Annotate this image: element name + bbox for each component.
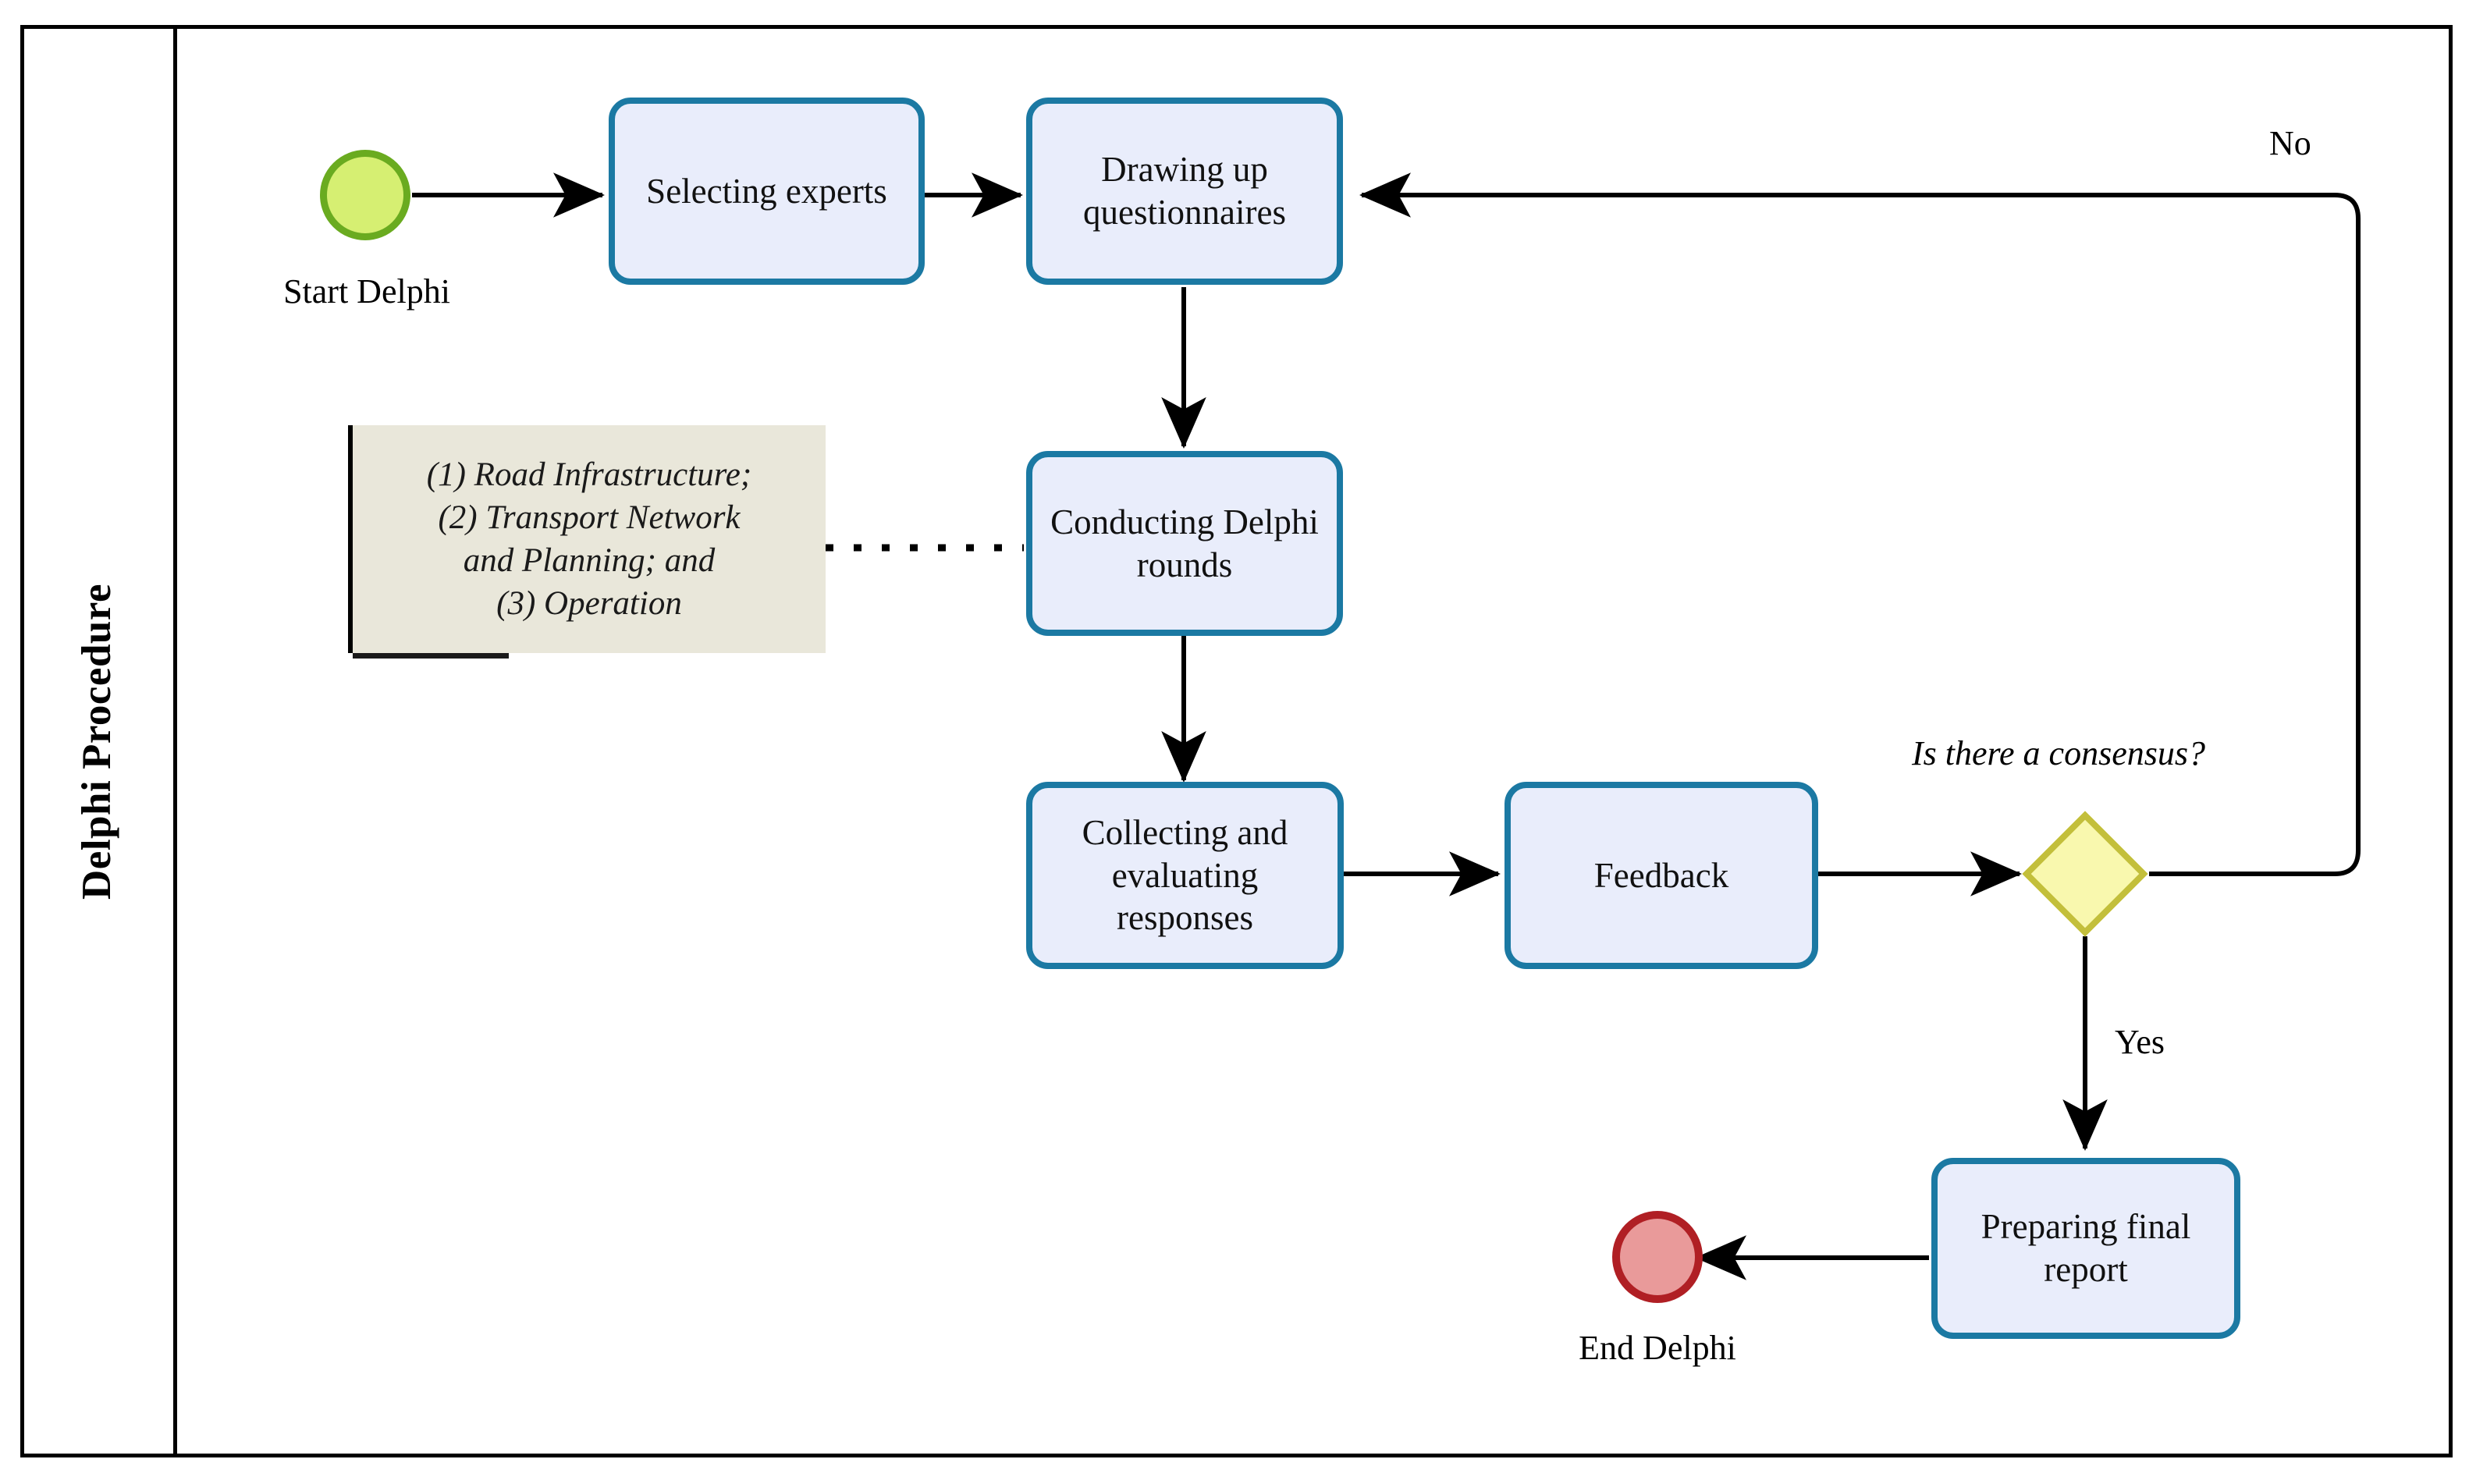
lane-title: Delphi Procedure xyxy=(20,25,173,1457)
task-selecting-experts[interactable]: Selecting experts xyxy=(609,98,925,285)
task-conducting-rounds-label: Conducting Delphi rounds xyxy=(1050,502,1319,584)
end-event-label: End Delphi xyxy=(1579,1329,1736,1367)
start-event-label: Start Delphi xyxy=(283,272,450,311)
lane-title-text: Delphi Procedure xyxy=(74,583,119,900)
task-selecting-experts-label: Selecting experts xyxy=(646,171,887,211)
task-preparing-report-label: Preparing final report xyxy=(1981,1207,2191,1289)
diagram-frame xyxy=(20,25,2453,1457)
annotation-line-1: (1) Road Infrastructure; xyxy=(426,456,752,493)
task-feedback[interactable]: Feedback xyxy=(1504,782,1818,969)
annotation-note-text: (1) Road Infrastructure; (2) Transport N… xyxy=(427,453,751,625)
start-event-node[interactable] xyxy=(320,150,410,240)
task-feedback-label: Feedback xyxy=(1593,855,1729,895)
task-collecting-responses[interactable]: Collecting and evaluating responses xyxy=(1026,782,1344,969)
annotation-line-2: (2) Transport Network xyxy=(438,499,741,536)
annotation-note: (1) Road Infrastructure; (2) Transport N… xyxy=(348,425,826,653)
annotation-line-3: and Planning; and xyxy=(463,542,716,579)
lane-divider xyxy=(173,25,177,1457)
task-collecting-responses-label: Collecting and evaluating responses xyxy=(1082,812,1288,938)
annotation-line-4: (3) Operation xyxy=(496,585,682,623)
task-drawing-questionnaires-label: Drawing up questionnaires xyxy=(1083,150,1286,232)
gateway-consensus-label: Is there a consensus? xyxy=(1912,734,2205,772)
flow-label-yes: Yes xyxy=(2115,1023,2165,1061)
task-conducting-rounds[interactable]: Conducting Delphi rounds xyxy=(1026,451,1343,636)
task-drawing-questionnaires[interactable]: Drawing up questionnaires xyxy=(1026,98,1343,285)
flow-label-no: No xyxy=(2269,124,2311,162)
end-event-node[interactable] xyxy=(1612,1211,1703,1303)
task-preparing-report[interactable]: Preparing final report xyxy=(1931,1158,2240,1339)
